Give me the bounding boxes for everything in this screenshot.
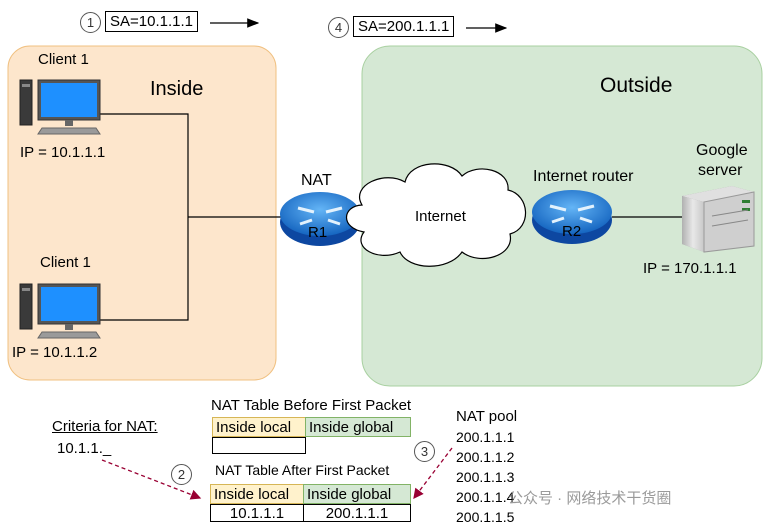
server-name-line1: Google xyxy=(696,142,748,159)
inside-zone-title: Inside xyxy=(150,78,204,100)
nat-pool-address: 200.1.1.5 xyxy=(456,509,515,525)
client-1-ip: IP = 10.1.1.1 xyxy=(20,144,106,161)
table-after-title: NAT Table After First Packet xyxy=(215,462,390,478)
server-name-line2: server xyxy=(698,162,743,179)
step-3-badge: 3 xyxy=(414,441,435,462)
table-before-empty-row xyxy=(212,437,306,454)
criteria-label: Criteria for NAT: xyxy=(52,418,158,435)
server-icon xyxy=(682,186,755,253)
nat-pool-address: 200.1.1.4 xyxy=(456,489,515,505)
table-after-col-global: Inside global xyxy=(303,484,411,504)
pool-arrow xyxy=(413,447,453,500)
table-before-col-local: Inside local xyxy=(212,417,306,437)
client-1-label: Client 1 xyxy=(38,51,89,68)
criteria-arrow xyxy=(101,459,202,500)
client-1-computer-icon xyxy=(19,79,101,135)
table-after-col-local: Inside local xyxy=(210,484,304,504)
inside-sa-packet: SA=10.1.1.1 xyxy=(105,11,198,32)
step-2-badge: 2 xyxy=(171,464,192,485)
nat-router-caption: NAT xyxy=(301,172,332,189)
internet-router-label: R2 xyxy=(562,223,582,240)
internet-router-icon xyxy=(532,190,612,244)
step-4-badge: 4 xyxy=(328,17,349,38)
table-after-row-local: 10.1.1.1 xyxy=(210,504,304,522)
nat-pool-address: 200.1.1.1 xyxy=(456,429,515,445)
nat-router-label: R1 xyxy=(308,224,328,241)
nat-pool-address: 200.1.1.2 xyxy=(456,449,515,465)
links xyxy=(98,113,682,321)
internet-label: Internet xyxy=(415,208,466,225)
table-before-col-global: Inside global xyxy=(305,417,411,437)
table-after-row-global: 200.1.1.1 xyxy=(303,504,411,522)
internet-cloud-icon xyxy=(346,163,527,267)
outside-sa-packet: SA=200.1.1.1 xyxy=(353,16,455,37)
criteria-value: 10.1.1._ xyxy=(57,440,112,457)
step-1-badge: 1 xyxy=(80,12,101,33)
nat-pool-title: NAT pool xyxy=(456,408,518,425)
server-ip: IP = 170.1.1.1 xyxy=(643,260,737,277)
table-before-title: NAT Table Before First Packet xyxy=(211,397,412,414)
watermark: 公众号 · 网络技术干货圈 xyxy=(508,490,672,507)
internet-router-caption: Internet router xyxy=(533,168,634,185)
nat-pool-address: 200.1.1.3 xyxy=(456,469,515,485)
outside-zone-title: Outside xyxy=(600,74,673,97)
client-2-label: Client 1 xyxy=(40,254,91,271)
client-2-computer-icon xyxy=(19,283,101,339)
nat-router-icon xyxy=(280,192,360,246)
client-2-ip: IP = 10.1.1.2 xyxy=(12,344,98,361)
